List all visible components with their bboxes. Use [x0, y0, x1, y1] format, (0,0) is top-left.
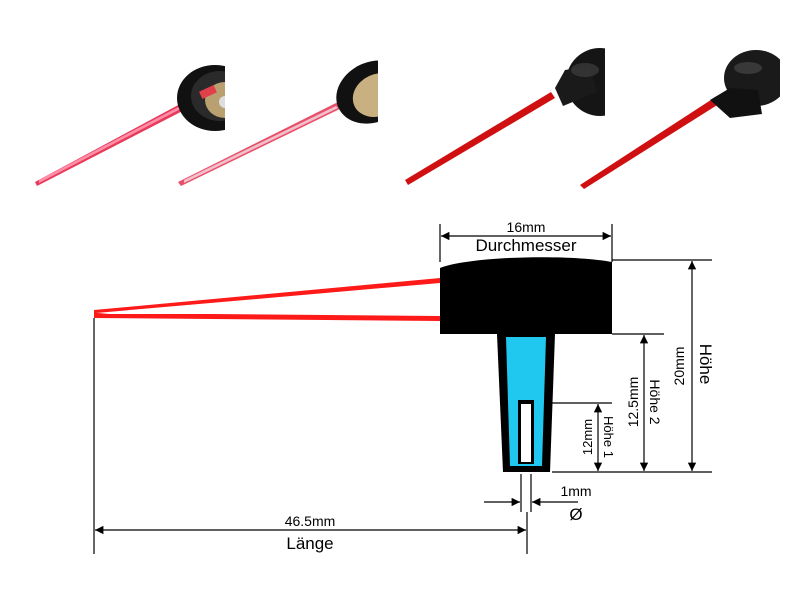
bore-symbol: Ø — [569, 505, 582, 524]
dimension-lines — [93, 224, 712, 554]
needle-hub — [497, 334, 555, 472]
needle-photo-back-angled — [178, 60, 378, 186]
height-label: Höhe — [696, 344, 715, 385]
diameter-label: Durchmesser — [475, 236, 576, 255]
diameter-value: 16mm — [507, 219, 546, 235]
height1-label: Höhe 1 — [601, 416, 616, 458]
height-value: 20mm — [671, 347, 687, 386]
needle-photo-front-angled — [580, 50, 780, 189]
needle-cap — [440, 257, 612, 334]
height1-value: 12mm — [580, 419, 595, 455]
bore-value: 1mm — [560, 483, 591, 499]
length-label: Länge — [286, 534, 333, 553]
length-value: 46.5mm — [285, 513, 336, 529]
height2-value: 12.5mm — [625, 377, 641, 428]
needle-photo-back-open — [35, 65, 225, 186]
needle-pointer — [94, 278, 440, 321]
height2-label: Höhe 2 — [647, 379, 663, 424]
needle-photo-front — [405, 48, 605, 185]
